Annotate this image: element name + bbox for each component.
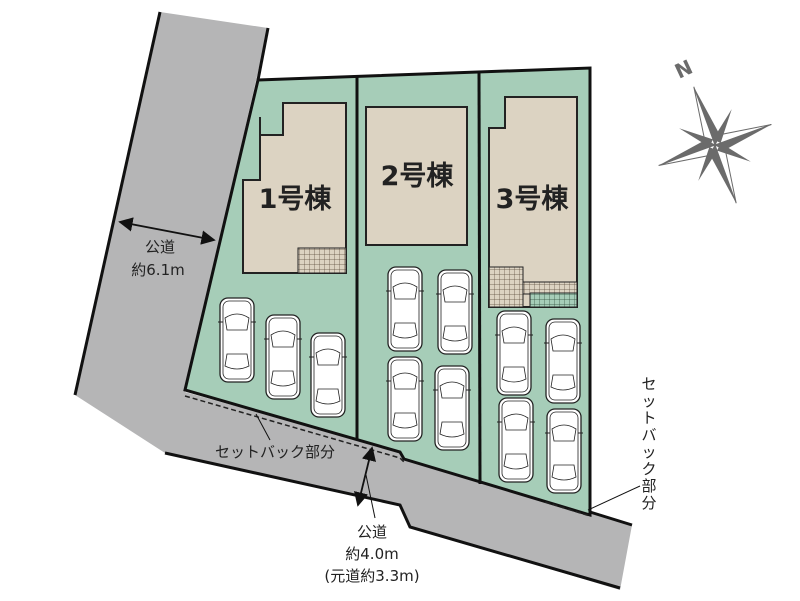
- house-1-deck: [297, 247, 347, 274]
- house-3-deck: [488, 266, 524, 308]
- road-south-width-arrow: [354, 446, 376, 507]
- road-west-width-arrow: [118, 217, 216, 245]
- parking-car: [432, 365, 472, 451]
- house-3-deck-green: [529, 292, 578, 308]
- parking-car: [385, 356, 425, 442]
- road-edge-south-upper: [589, 510, 633, 527]
- house-2-label: 2号棟: [381, 161, 455, 192]
- parking-car: [385, 266, 425, 352]
- public-road-west: [75, 12, 632, 590]
- parking-car: [543, 318, 583, 404]
- house-3-deck-2: [522, 281, 578, 295]
- house-1-label: 1号棟: [259, 184, 333, 215]
- setback-label-right: セットバック部分: [641, 375, 657, 512]
- house-1-footprint: [242, 102, 347, 274]
- house-3-label: 3号棟: [496, 184, 570, 215]
- parking-car: [494, 310, 534, 396]
- parking-car: [544, 408, 584, 494]
- lot-divider-2-3: [477, 71, 482, 485]
- parking-car: [496, 397, 536, 483]
- road-edge-west-inner: [256, 27, 270, 81]
- road-south-original-width: (元道約3.3m): [324, 567, 419, 585]
- parking-car: [217, 297, 257, 383]
- road-south-leader: [365, 474, 376, 519]
- parking-car: [435, 269, 475, 355]
- road-west-name: 公道: [145, 238, 175, 256]
- road-west-width: 約6.1m: [131, 261, 184, 279]
- road-edge-west: [73, 11, 162, 396]
- setback-leader-left: [255, 413, 271, 441]
- setback-leader-right: [587, 485, 641, 511]
- parking-car: [308, 332, 348, 418]
- setback-label-left: セットバック部分: [215, 443, 335, 461]
- compass-north-label: N: [671, 55, 696, 84]
- compass-rose-icon: [658, 86, 772, 204]
- road-south-name: 公道: [357, 523, 387, 541]
- house-2-footprint: [365, 106, 468, 246]
- road-edge-south: [164, 451, 621, 590]
- road-south-width: 約4.0m: [345, 545, 398, 563]
- setback-line-south: [184, 395, 405, 463]
- parking-car: [263, 314, 303, 400]
